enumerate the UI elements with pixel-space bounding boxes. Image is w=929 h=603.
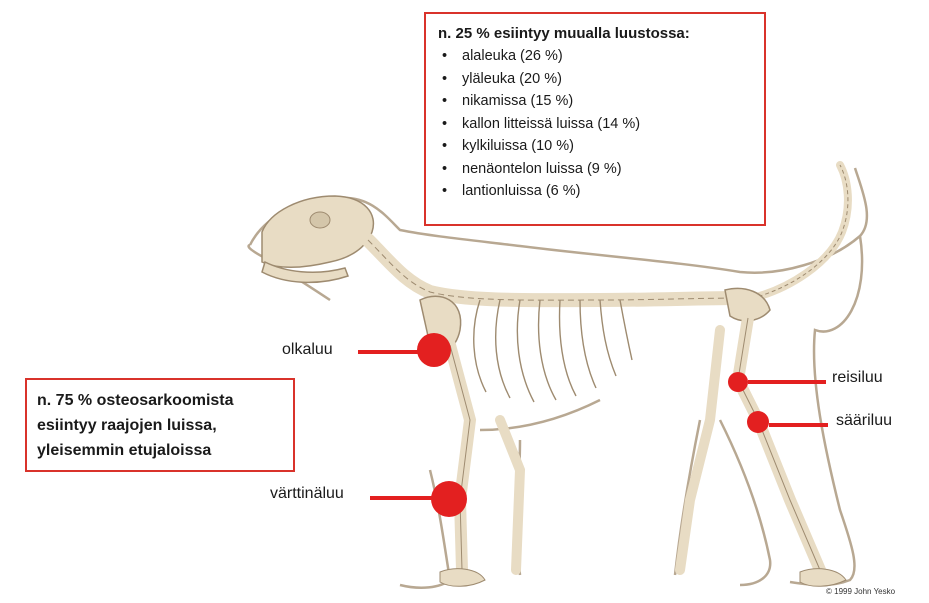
list-item: •nenäontelon luissa (9 %) [438,158,752,181]
list-item: •kylkiluissa (10 %) [438,135,752,158]
label-saariluu: sääriluu [836,412,892,430]
other-skeleton-info-box: n. 25 % esiintyy muualla luustossa: •ala… [424,12,766,226]
bullet-icon: • [442,135,447,158]
label-varttinaluu: värttinäluu [270,485,344,503]
hind-leg-far-bone [680,330,720,570]
list-item: •kallon litteissä luissa (14 %) [438,113,752,136]
bullet-icon: • [442,45,447,68]
bullet-icon: • [442,68,447,91]
info-line: esiintyy raajojen luissa, [37,413,283,438]
bullet-icon: • [442,90,447,113]
marker-varttinaluu [370,481,467,517]
marker-olkaluu [358,333,451,367]
spine-bone [368,240,745,300]
location-list: •alaleuka (26 %) •yläleuka (20 %) •nikam… [438,45,752,203]
info-line: yleisemmin etujaloissa [37,438,283,463]
list-item: •nikamissa (15 %) [438,90,752,113]
bullet-icon: • [442,158,447,181]
skull-bone [262,196,373,267]
info-line: n. 75 % osteosarkoomista [37,388,283,413]
front-leg-far-bone [500,420,520,570]
label-olkaluu: olkaluu [282,341,333,359]
bullet-icon: • [442,113,447,136]
marker-saariluu [747,411,828,433]
list-item: •yläleuka (20 %) [438,68,752,91]
front-paw [440,569,485,587]
rib-cage [474,300,632,402]
list-item: •alaleuka (26 %) [438,45,752,68]
other-skeleton-heading: n. 25 % esiintyy muualla luustossa: [438,24,752,43]
label-reisiluu: reisiluu [832,369,883,387]
copyright-text: © 1999 John Yesko [826,587,895,596]
hind-leg-bone [738,318,820,570]
marker-reisiluu [728,372,826,392]
bullet-icon: • [442,180,447,203]
limb-bones-info-box: n. 75 % osteosarkoomista esiintyy raajoj… [25,378,295,472]
front-leg-bone [450,345,470,570]
list-item: •lantionluissa (6 %) [438,180,752,203]
eye-socket [310,212,330,228]
